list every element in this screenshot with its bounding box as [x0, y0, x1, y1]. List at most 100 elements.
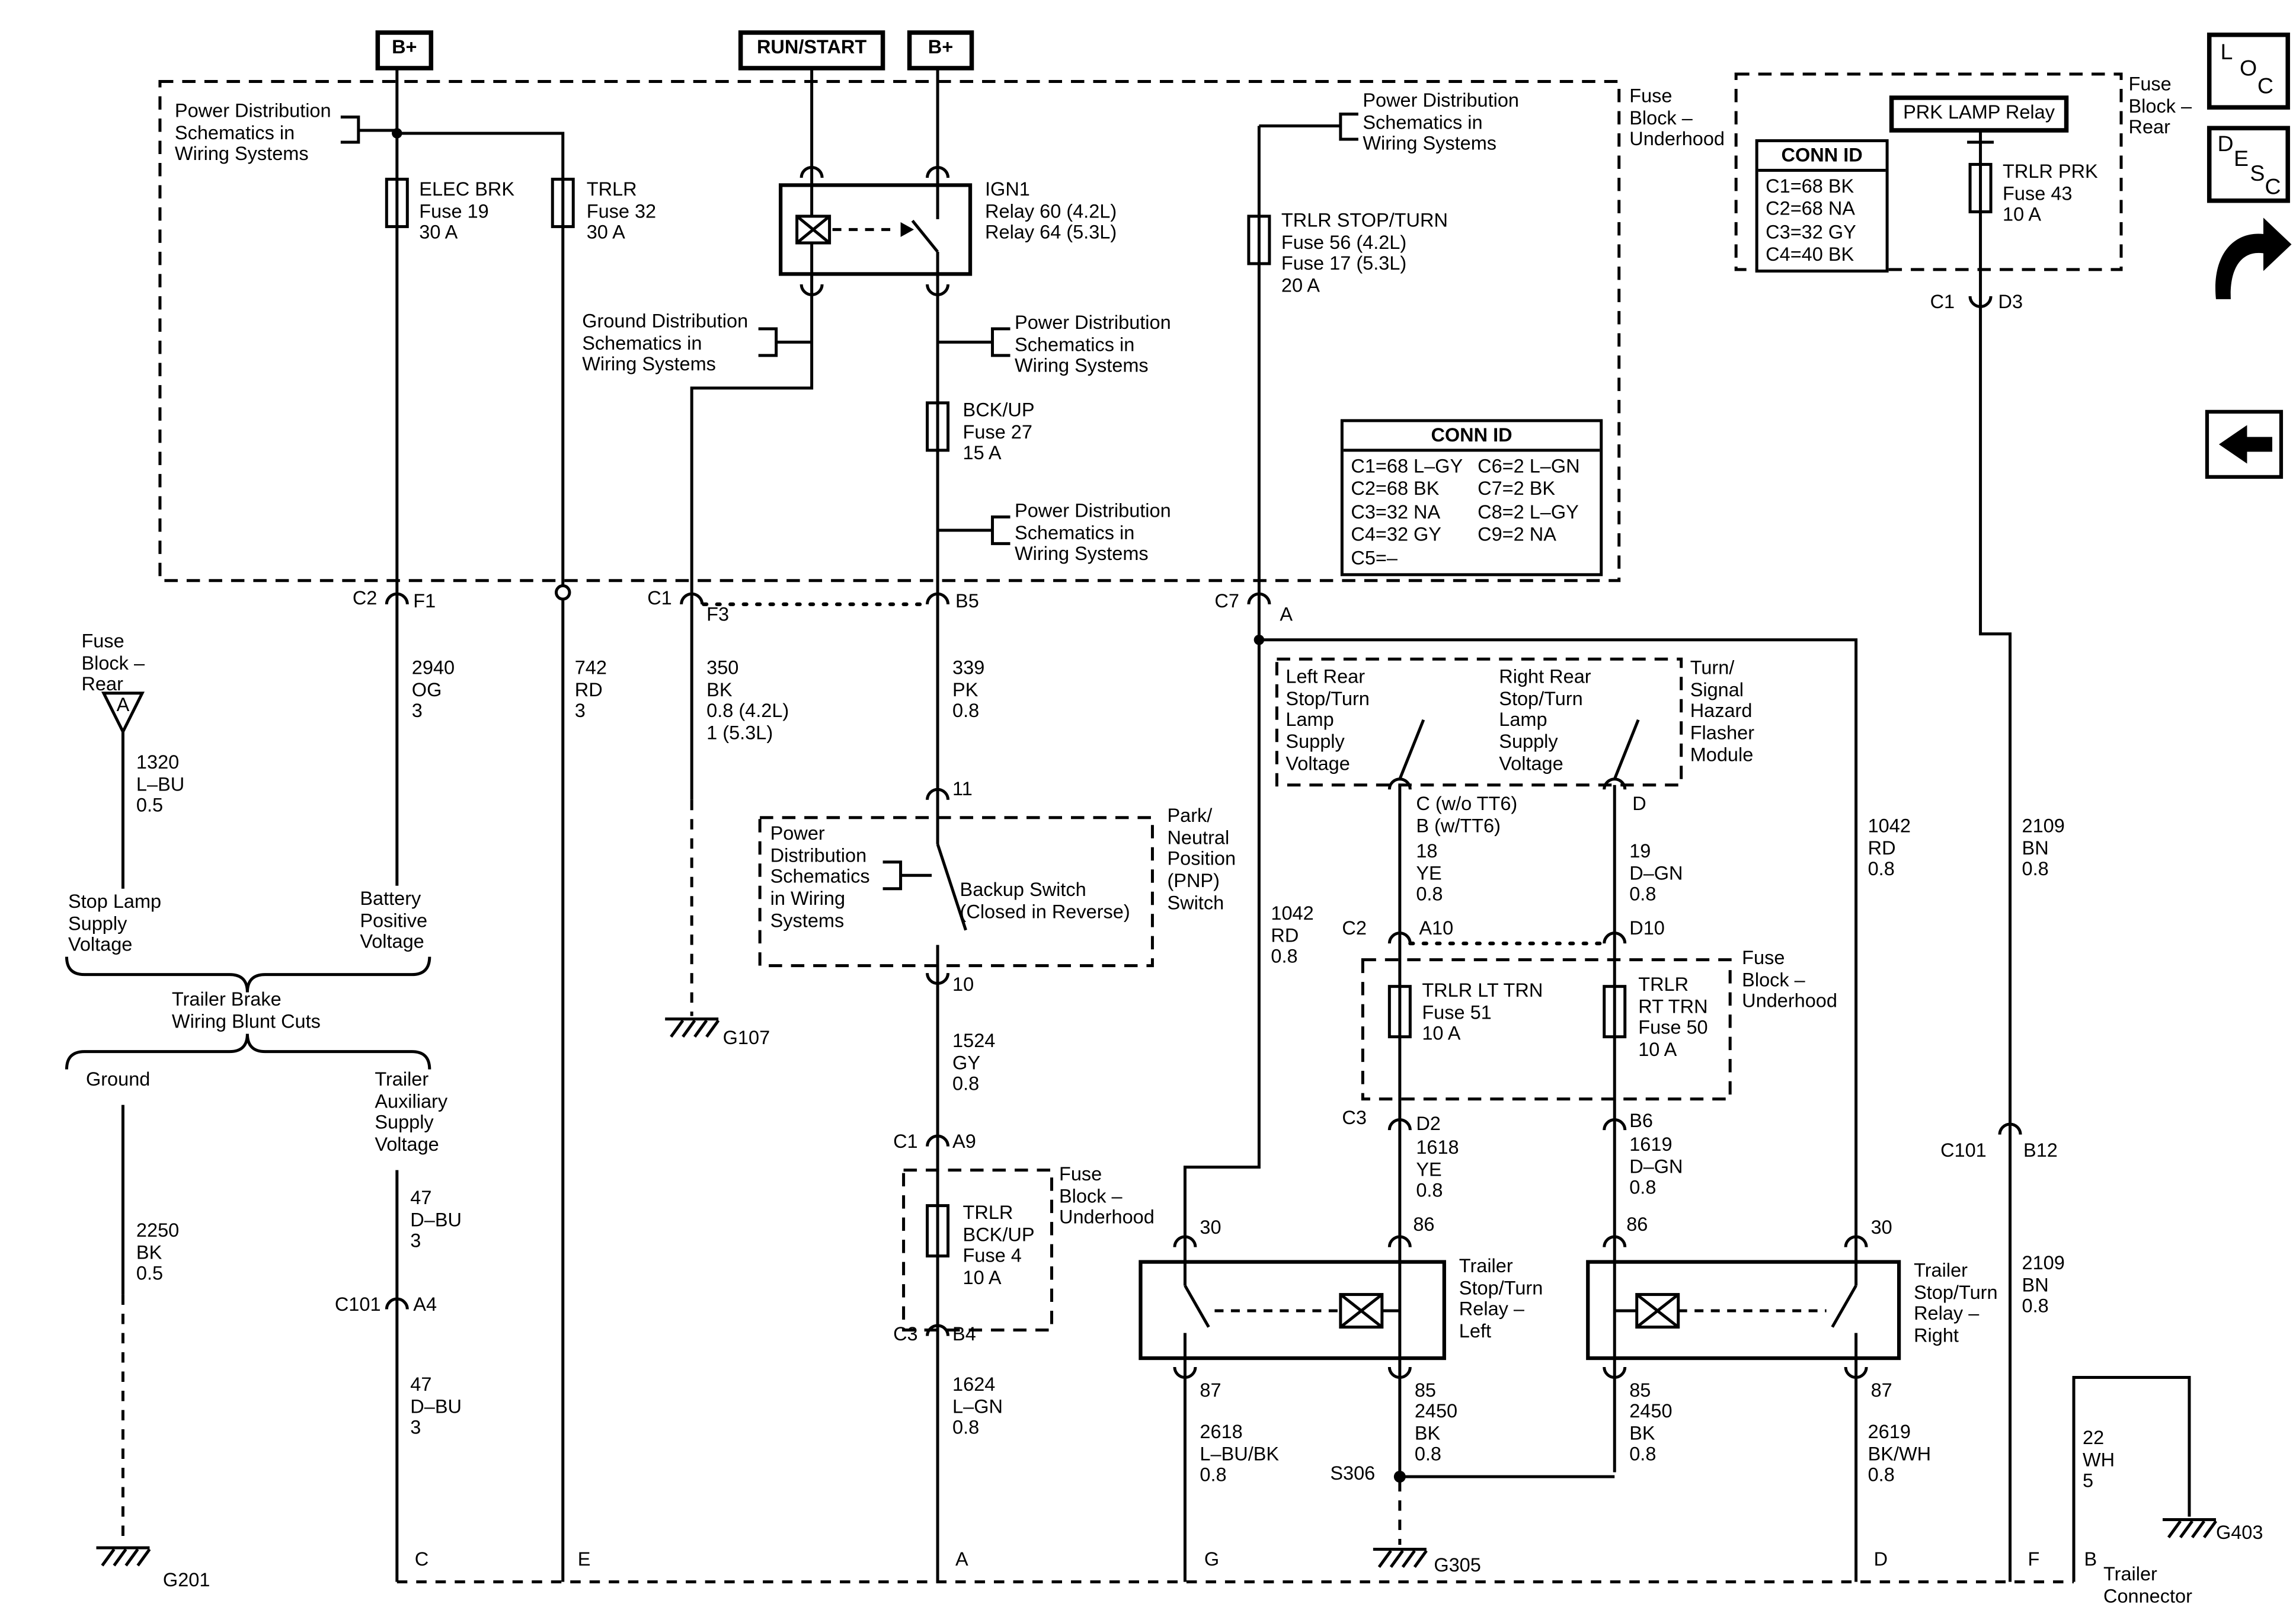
junction-1042 — [1253, 635, 1265, 645]
conn-arc-ign-in-r — [926, 165, 950, 178]
conn-c2-a10-c2: C2 — [1342, 917, 1367, 939]
source-b-plus-left: B+ — [392, 35, 417, 58]
ign1-relay-box — [779, 183, 973, 276]
label-fuse-block-underhood-mid: Fuse Block – Underhood — [1059, 1163, 1155, 1229]
conn-b5: B5 — [955, 589, 979, 612]
conn-arc-30-left — [1173, 1235, 1197, 1247]
wire-22-wh — [2072, 1376, 2191, 1582]
ground-g201-symbol — [96, 1546, 151, 1567]
back-arrow-icon[interactable] — [2218, 425, 2272, 464]
pin-b: B — [2084, 1547, 2097, 1570]
conn-id-entry: C3=32 NA — [1351, 500, 1441, 523]
conn-id-entry: C2=68 BK — [1351, 477, 1440, 500]
brace-upper — [65, 956, 431, 993]
wire-label-22: 22 WH 5 — [2083, 1426, 2115, 1492]
label-power-dist-2: Power Distribution Schematics in Wiring … — [1363, 88, 1520, 155]
ground-g107-label: G107 — [722, 1026, 770, 1049]
pin-g: G — [1204, 1547, 1220, 1570]
conn-arc-c3-b4 — [926, 1324, 950, 1336]
label-fuse-trlr-lt-trn: TRLR LT TRN Fuse 51 10 A — [1422, 979, 1543, 1045]
ground-g305-symbol — [1373, 1547, 1428, 1568]
back-button[interactable] — [2205, 409, 2284, 479]
fuse-trlr-bck-up-symbol — [926, 1204, 950, 1258]
triangle-connector-a — [101, 692, 145, 735]
conn-arc-85-right — [1603, 1366, 1627, 1379]
conn-arc-flasher-l — [1387, 777, 1412, 790]
reference-brackets — [340, 112, 1358, 891]
dotted-connector-links — [702, 602, 1606, 946]
conn-arc-c2-a10 — [1387, 932, 1412, 944]
wire-label-2450-left: 2450 BK 0.8 — [1414, 1400, 1458, 1465]
pin-e: E — [577, 1547, 591, 1570]
loc-letter: C — [2257, 73, 2274, 100]
conn-c3-b4-c3: C3 — [893, 1323, 918, 1345]
splice-s306-label: S306 — [1330, 1462, 1376, 1484]
relay-left-coil-x — [1339, 1293, 1383, 1329]
label-power-dist-4: Power Distribution Schematics in Wiring … — [1015, 499, 1171, 565]
label-fuse-block-rear-right: Fuse Block – Rear — [2128, 72, 2192, 139]
conn-id-entry: C1=68 BK — [1766, 174, 1854, 197]
wire-label-2109-upper: 2109 BN 0.8 — [2022, 814, 2065, 881]
conn-arc-86-right — [1603, 1235, 1627, 1247]
label-relay-right: Trailer Stop/Turn Relay – Right — [1914, 1259, 1998, 1347]
solid-boxes — [375, 30, 2069, 133]
conn-b6: B6 — [1629, 1109, 1653, 1132]
wire-label-2618: 2618 L–BU/BK 0.8 — [1200, 1420, 1280, 1486]
flasher-left-blade — [1398, 719, 1425, 780]
brace-lower — [65, 1033, 431, 1070]
conn-arc-c7-a — [1247, 592, 1271, 604]
label-right-rear-stop-turn: Right Rear Stop/Turn Lamp Supply Voltage — [1499, 665, 1591, 774]
terminal-85-right: 85 — [1629, 1379, 1651, 1401]
fuse-trlr-lt-trn-symbol — [1387, 985, 1412, 1039]
conn-id-underhood-col-left: C1=68 L–GY C2=68 BK C3=32 NA C4=32 GY C5… — [1344, 451, 1470, 572]
desc-letter: E — [2233, 146, 2249, 172]
desc-letter: D — [2217, 132, 2234, 157]
conn-arc-c1-a9 — [926, 1134, 950, 1147]
label-fuse-trlr-bck-up: TRLR BCK/UP Fuse 4 10 A — [962, 1201, 1035, 1289]
schematic-nav-icon[interactable] — [2215, 217, 2292, 299]
fuse-symbols — [385, 162, 1993, 1258]
conn-c3-d2-c3: C3 — [1342, 1106, 1367, 1129]
wire-label-19: 19 D–GN 0.8 — [1629, 840, 1683, 906]
desc-button[interactable]: D E S C — [2207, 126, 2290, 203]
conn-c1-rear: C1 — [1930, 290, 1955, 313]
bracket-power-dist-4 — [938, 515, 1011, 545]
fuse-elec-brk-symbol — [385, 177, 409, 228]
fuse-trlr-rt-trn-symbol — [1603, 985, 1627, 1039]
ground-g305-label: G305 — [1434, 1553, 1481, 1576]
fuse-trlr-32-symbol — [551, 177, 575, 228]
conn-id-entry: C4=40 BK — [1766, 243, 1854, 266]
trailer-relay-left-box — [1139, 1260, 1446, 1361]
wrench-arrow-icon[interactable] — [2215, 217, 2292, 299]
label-left-rear-stop-turn: Left Rear Stop/Turn Lamp Supply Voltage — [1285, 665, 1370, 774]
conn-arc-ign-out-l — [800, 284, 824, 296]
conn-id-entry: C3=32 GY — [1766, 220, 1856, 243]
wire-label-2450-right: 2450 BK 0.8 — [1629, 1400, 1673, 1465]
loc-button[interactable]: L O C — [2207, 32, 2290, 110]
conn-arc-11 — [926, 788, 950, 800]
relay-internals — [795, 215, 1857, 1329]
relay-left-blade — [1184, 1285, 1210, 1328]
label-fuse-elec-brk: ELEC BRK Fuse 19 30 A — [419, 177, 515, 244]
relay-actuation-lines — [832, 228, 1827, 1313]
conn-arc-c1-f3 — [680, 592, 704, 604]
conn-d2: D2 — [1416, 1112, 1441, 1135]
branch-circle-742 — [554, 584, 571, 601]
ground-g403-symbol — [2162, 1518, 2217, 1538]
wire-1042-right — [1259, 638, 1858, 1286]
conn-d-flasher: D — [1632, 792, 1646, 815]
wire-label-47-lower: 47 D–BU 3 — [410, 1373, 462, 1439]
wire-label-1618: 1618 YE 0.8 — [1416, 1136, 1459, 1202]
conn-arc-c101-b12 — [1998, 1122, 2022, 1135]
conn-id-entry: C4=32 GY — [1351, 523, 1442, 546]
terminal-87-left: 87 — [1200, 1379, 1221, 1401]
label-fuse-block-rear-left: Fuse Block – Rear — [81, 629, 145, 696]
conn-arc-b6 — [1603, 1118, 1627, 1131]
conn-a10: A10 — [1419, 917, 1454, 939]
conn-arc-30-right — [1844, 1235, 1868, 1247]
fuse-trlr-prk-symbol — [1968, 162, 1993, 213]
label-trailer-connector: Trailer Connector — [2103, 1562, 2192, 1607]
conn-arc-b5 — [926, 592, 950, 604]
label-trailer-aux-supply: Trailer Auxiliary Supply Voltage — [375, 1068, 448, 1156]
